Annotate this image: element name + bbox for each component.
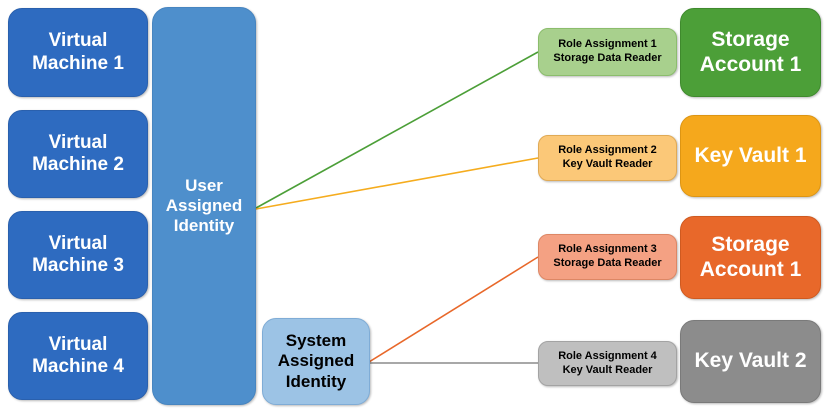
user-assigned-identity[interactable]: User Assigned Identity [152,7,256,405]
resource-key-vault-2[interactable]: Key Vault 2 [680,320,821,403]
role-assignment-2[interactable]: Role Assignment 2 Key Vault Reader [538,135,677,181]
virtual-machine-1[interactable]: Virtual Machine 1 [8,8,148,97]
virtual-machine-4[interactable]: Virtual Machine 4 [8,312,148,400]
role-assignment-3[interactable]: Role Assignment 3 Storage Data Reader [538,234,677,280]
system-assigned-identity[interactable]: System Assigned Identity [262,318,370,405]
connector-uai-to-role1 [255,51,539,209]
resource-storage-account-1-secondary[interactable]: Storage Account 1 [680,216,821,299]
connector-uai-to-role2 [255,157,539,210]
virtual-machine-2[interactable]: Virtual Machine 2 [8,110,148,198]
resource-key-vault-1[interactable]: Key Vault 1 [680,115,821,197]
role-assignment-1[interactable]: Role Assignment 1 Storage Data Reader [538,28,677,76]
virtual-machine-3[interactable]: Virtual Machine 3 [8,211,148,299]
resource-storage-account-1[interactable]: Storage Account 1 [680,8,821,97]
connector-sai-to-role3 [368,256,539,363]
role-assignment-4[interactable]: Role Assignment 4 Key Vault Reader [538,341,677,386]
